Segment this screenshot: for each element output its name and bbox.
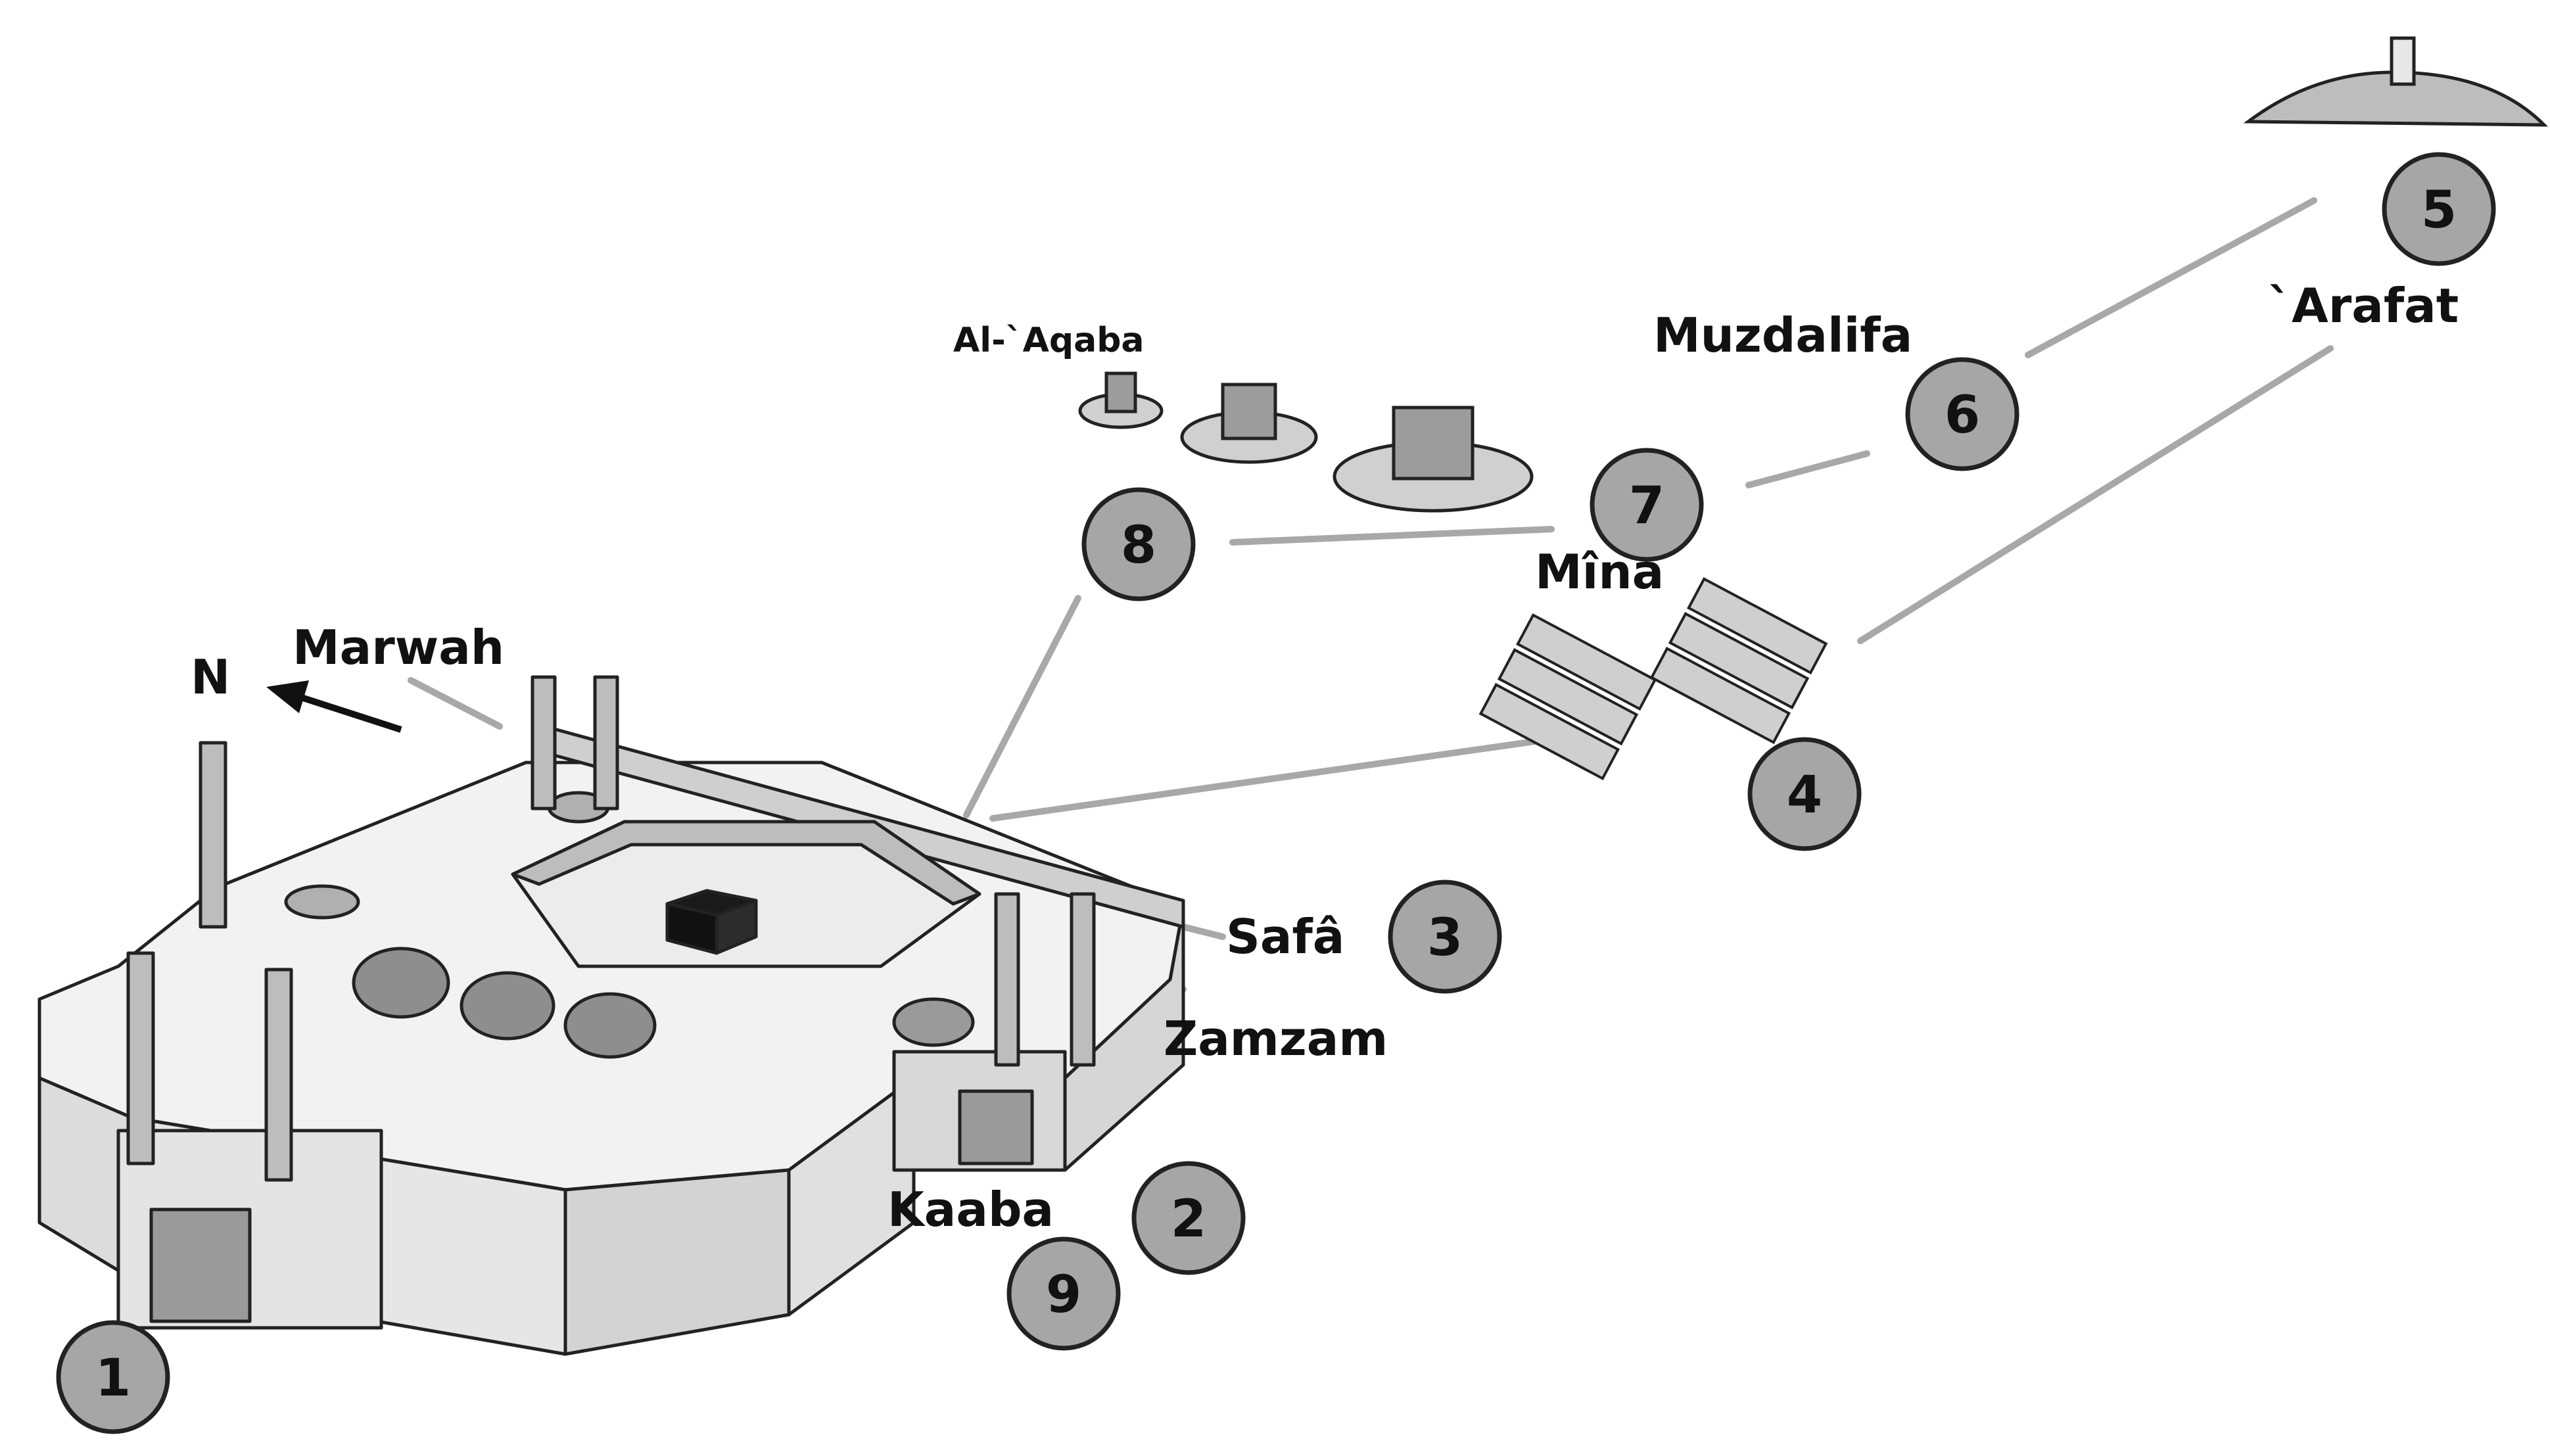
step-number: 3 bbox=[1427, 908, 1463, 968]
route-arafat-to-mina bbox=[1857, 345, 2334, 644]
north-arrow: N bbox=[191, 649, 402, 733]
step-number: 6 bbox=[1945, 386, 1980, 445]
place-labels: Marwah Safâ Zamzam Kaaba Mîna Muzdalifa … bbox=[293, 278, 2459, 1237]
step-circle bbox=[1006, 1236, 1121, 1351]
jamarat-large-pillar bbox=[1392, 406, 1475, 481]
step-circle bbox=[1131, 1161, 1246, 1275]
step-marker-3: 3 bbox=[1388, 880, 1502, 994]
route-arafat-to-muzdalifa bbox=[2025, 197, 2317, 358]
step-circle bbox=[1081, 487, 1196, 601]
north-arrow-shaft bbox=[288, 690, 402, 733]
step-number: 9 bbox=[1046, 1265, 1081, 1325]
jamarat-middle-pillar bbox=[1221, 383, 1277, 440]
tent-block bbox=[1668, 611, 1810, 710]
route-mina-to-mosque bbox=[989, 736, 1551, 822]
safa-gate-door bbox=[958, 1089, 1034, 1165]
grand-mosque bbox=[37, 675, 1185, 1356]
step-number: 7 bbox=[1629, 477, 1665, 536]
step-circle bbox=[1388, 880, 1502, 994]
main-gate-door bbox=[149, 1208, 252, 1323]
step-number: 5 bbox=[2421, 181, 2457, 240]
step-marker-9: 9 bbox=[1006, 1236, 1121, 1351]
step-marker-4: 4 bbox=[1747, 737, 1862, 851]
minaret bbox=[593, 675, 619, 810]
route-8-to-mosque bbox=[963, 595, 1081, 818]
step-marker-1: 1 bbox=[56, 1320, 170, 1434]
step-circle bbox=[1747, 737, 1862, 851]
route-muzdalifa-to-7 bbox=[1745, 450, 1870, 488]
step-markers: 1 2 3 4 5 6 7 8 bbox=[56, 152, 2496, 1434]
arafat-hill bbox=[2243, 36, 2549, 127]
label-marwah: Marwah bbox=[293, 620, 504, 675]
minaret bbox=[126, 951, 155, 1165]
tent-block bbox=[1687, 576, 1828, 675]
north-arrow-head bbox=[266, 680, 309, 713]
arafat-pillar bbox=[2390, 36, 2416, 86]
jamarat-small-pillar bbox=[1104, 371, 1137, 413]
step-number: 8 bbox=[1121, 516, 1156, 575]
tent-block bbox=[1478, 682, 1620, 781]
route-7-to-8 bbox=[1229, 526, 1555, 546]
dome bbox=[460, 971, 555, 1041]
minaret bbox=[199, 741, 227, 929]
step-marker-6: 6 bbox=[1905, 357, 2019, 471]
step-number: 2 bbox=[1171, 1190, 1206, 1249]
label-muzdalifa: Muzdalifa bbox=[1653, 308, 1912, 363]
mosque-front-wall-3 bbox=[563, 1168, 791, 1356]
step-circle bbox=[2382, 152, 2496, 266]
north-label: N bbox=[191, 649, 230, 705]
tent-block bbox=[1497, 647, 1639, 746]
jamarat-pillars bbox=[1078, 371, 1534, 513]
step-number: 4 bbox=[1787, 766, 1822, 825]
dome bbox=[563, 992, 657, 1059]
minaret bbox=[994, 892, 1020, 1067]
dome bbox=[352, 947, 450, 1019]
label-arafat: `Arafat bbox=[2268, 278, 2459, 333]
step-marker-2: 2 bbox=[1131, 1161, 1246, 1275]
courtyard-arcade bbox=[511, 820, 981, 906]
tent-block bbox=[1516, 613, 1657, 711]
marwah-pointer bbox=[408, 677, 503, 730]
minaret bbox=[264, 968, 293, 1182]
kaaba-cube-side bbox=[715, 899, 758, 955]
step-number: 1 bbox=[95, 1349, 131, 1408]
label-aqaba: Al-`Aqaba bbox=[953, 321, 1145, 360]
step-circle bbox=[56, 1320, 170, 1434]
step-marker-8: 8 bbox=[1081, 487, 1196, 601]
mosque-front-wall-4 bbox=[787, 1076, 916, 1317]
minaret bbox=[1070, 892, 1096, 1067]
step-marker-5: 5 bbox=[2382, 152, 2496, 266]
step-marker-7: 7 bbox=[1590, 448, 1704, 562]
mina-tents bbox=[1478, 576, 1828, 781]
label-zamzam: Zamzam bbox=[1164, 1011, 1388, 1066]
dome bbox=[284, 884, 360, 920]
step-circle bbox=[1590, 448, 1704, 562]
label-safa: Safâ bbox=[1226, 909, 1344, 964]
step-circle bbox=[1905, 357, 2019, 471]
tent-block bbox=[1649, 646, 1791, 745]
label-kaaba: Kaaba bbox=[887, 1182, 1054, 1237]
dome bbox=[892, 997, 975, 1047]
minaret bbox=[531, 675, 557, 810]
